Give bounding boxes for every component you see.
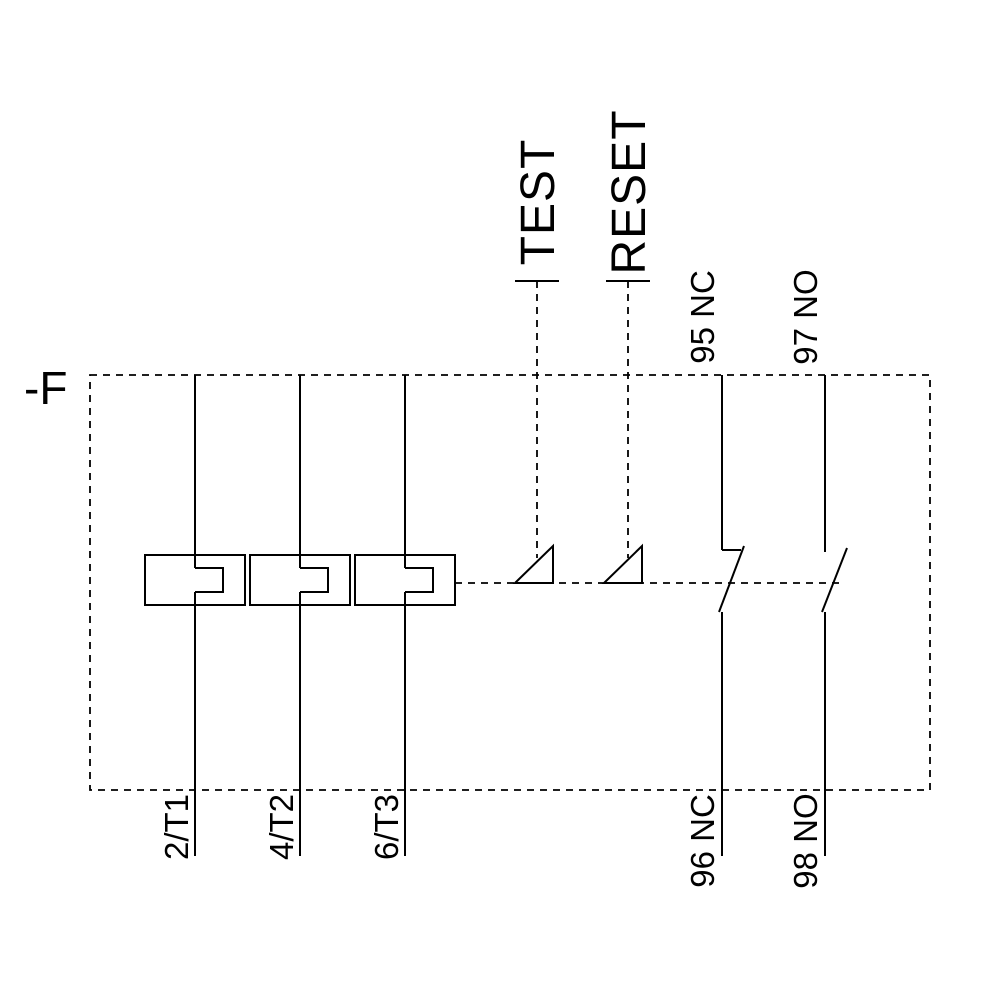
pole2-thermal-element-box	[249, 554, 351, 606]
pole1-heater-detour	[195, 567, 224, 593]
no-contact-blade	[821, 547, 848, 613]
pole1-thermal-element-box	[144, 554, 246, 606]
terminal-label-95NC: 95 NC	[684, 270, 721, 364]
nc-contact-blade	[718, 545, 745, 613]
device-designation-label: -F	[24, 362, 67, 414]
pole3-heater-detour	[405, 567, 434, 593]
test-label: TEST	[512, 139, 565, 266]
terminal-label-97NO: 97 NO	[787, 269, 824, 364]
terminal-label-4T2: 4/T2	[263, 794, 300, 860]
terminal-label-96NC: 96 NC	[684, 794, 721, 888]
pole3-thermal-element-box	[354, 554, 456, 606]
relay-enclosure-outline	[89, 374, 931, 791]
terminal-label-98NO: 98 NO	[787, 793, 824, 888]
reset-label: RESET	[603, 109, 656, 274]
reset-actuator-symbol	[601, 543, 643, 584]
test-actuator-symbol	[512, 543, 554, 584]
pole2-heater-detour	[300, 567, 329, 593]
terminal-label-2T1: 2/T1	[158, 794, 195, 860]
terminal-label-6T3: 6/T3	[368, 794, 405, 860]
